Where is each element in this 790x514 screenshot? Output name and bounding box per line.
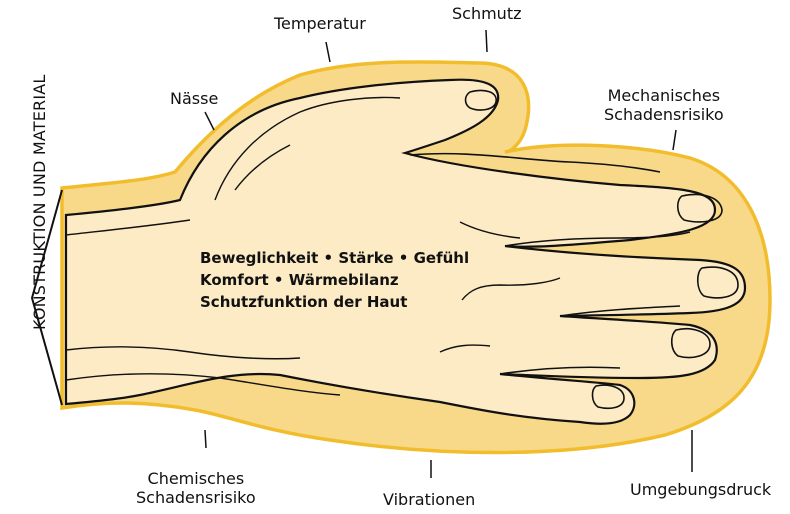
label-chemisch-line1: Chemisches (136, 469, 256, 488)
label-vibrationen: Vibrationen (383, 490, 475, 509)
side-label-konstruktion: KONSTRUKTION UND MATERIAL (30, 75, 49, 331)
label-schmutz: Schmutz (452, 4, 522, 23)
label-naesse: Nässe (170, 89, 218, 108)
label-umgebungsdruck: Umgebungsdruck (630, 480, 771, 499)
tick-chemisch (205, 430, 206, 448)
tick-temperatur (326, 42, 330, 62)
tick-mechanisch (673, 130, 676, 150)
hand-text-line3: Schutzfunktion der Haut (200, 291, 469, 313)
tick-naesse (205, 112, 214, 130)
label-mechanisch-line1: Mechanisches (604, 86, 724, 105)
label-mechanisches-schadensrisiko: Mechanisches Schadensrisiko (604, 86, 724, 124)
hand-text-line1: Beweglichkeit • Stärke • Gefühl (200, 247, 469, 269)
tick-schmutz (486, 30, 487, 52)
hand-text-line2: Komfort • Wärmebilanz (200, 269, 469, 291)
label-mechanisch-line2: Schadensrisiko (604, 105, 724, 124)
hand-text-block: Beweglichkeit • Stärke • Gefühl Komfort … (200, 247, 469, 313)
label-chemisches-schadensrisiko: Chemisches Schadensrisiko (136, 469, 256, 507)
label-chemisch-line2: Schadensrisiko (136, 488, 256, 507)
label-temperatur: Temperatur (274, 14, 366, 33)
